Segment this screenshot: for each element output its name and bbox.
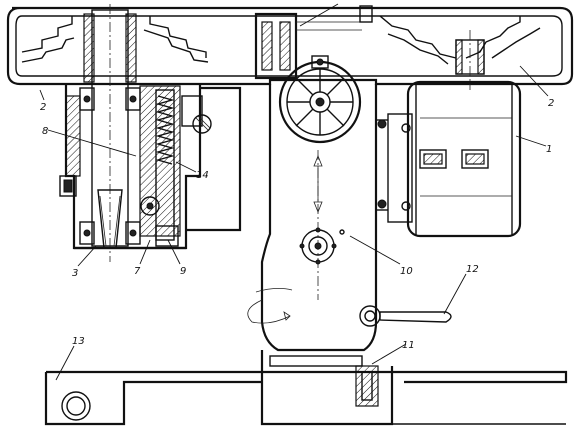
- motor: [377, 80, 522, 238]
- top-guard-housing: [6, 5, 574, 90]
- callout-10: 10: [400, 266, 413, 277]
- feed-handle-boss: [299, 227, 337, 265]
- callout-9: 9: [180, 266, 186, 277]
- callout-2-right: 2: [548, 98, 554, 109]
- leader-lines: [39, 3, 549, 381]
- callout-3: 3: [72, 268, 78, 279]
- handwheel: [278, 55, 362, 144]
- callout-11: 11: [402, 340, 415, 351]
- callout-12: 12: [466, 264, 479, 275]
- callout-7: 7: [134, 266, 141, 277]
- callout-8: 8: [42, 126, 48, 137]
- callout-labels: 1 2 2 3 7 8 9 10 11 12 13 14: [40, 98, 554, 351]
- callout-1: 1: [546, 144, 552, 155]
- callout-14: 14: [196, 170, 209, 181]
- callout-2-left: 2: [40, 102, 46, 113]
- machine-column: [186, 84, 394, 426]
- clamp-lever: [359, 305, 452, 327]
- base-table: [44, 365, 568, 426]
- spindle-head: [59, 4, 212, 262]
- callout-13: 13: [72, 336, 85, 347]
